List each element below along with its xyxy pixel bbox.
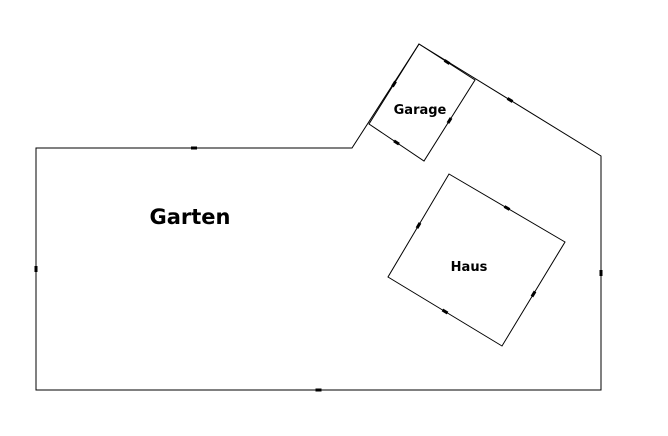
dimension-tick bbox=[391, 80, 397, 88]
garden-label: Garten bbox=[150, 205, 231, 229]
dimension-tick bbox=[503, 205, 511, 211]
dimension-ticks bbox=[34, 59, 603, 392]
garage-outline bbox=[368, 43, 476, 162]
dimension-tick bbox=[393, 139, 400, 146]
house-label: Haus bbox=[451, 260, 488, 275]
house-outline bbox=[387, 173, 566, 347]
dimension-tick bbox=[441, 308, 449, 315]
dimension-tick bbox=[506, 97, 514, 103]
dimension-tick bbox=[415, 222, 422, 229]
dimension-tick bbox=[530, 290, 537, 298]
garden-boundary bbox=[35, 43, 602, 391]
dimension-tick bbox=[446, 117, 453, 124]
garage-label: Garage bbox=[394, 103, 447, 118]
dimension-tick bbox=[443, 59, 451, 65]
